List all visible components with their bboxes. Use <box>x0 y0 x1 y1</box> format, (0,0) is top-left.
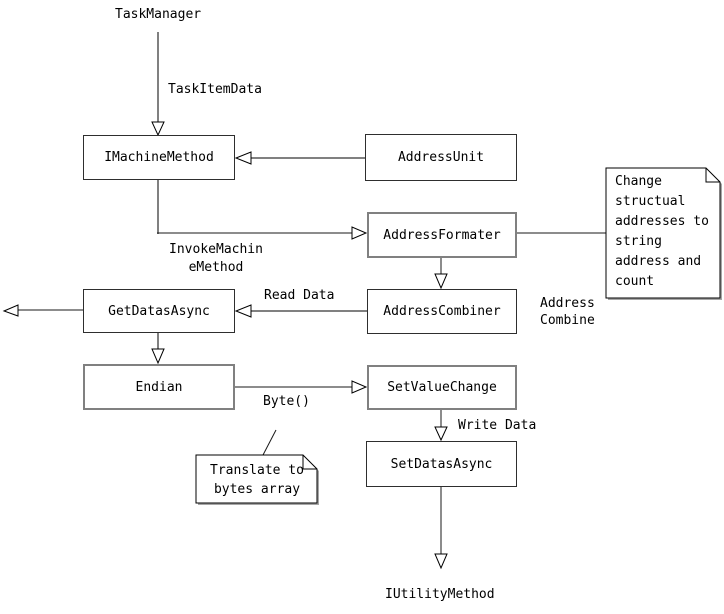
note-change-structural-shape <box>605 167 722 300</box>
node-setvaluechange: SetValueChange <box>367 365 517 410</box>
edge-label-taskitemdata: TaskItemData <box>168 82 262 97</box>
arrowhead-into-imachinemethod-top <box>151 121 165 137</box>
note-connector-line <box>262 429 277 456</box>
node-getdatasasync: GetDatasAsync <box>83 289 235 333</box>
arrowhead-into-endian <box>151 348 165 365</box>
node-endian: Endian <box>83 364 235 410</box>
node-endian-label: Endian <box>135 379 183 395</box>
arrowhead-into-addresscombiner <box>434 273 448 290</box>
arrowhead-into-setvaluechange <box>351 380 368 394</box>
edge-label-read-data: Read Data <box>264 288 335 303</box>
node-setdatasasync-label: SetDatasAsync <box>390 456 493 472</box>
node-addresscombiner-label: AddressCombiner <box>383 304 501 319</box>
node-addressformater: AddressFormater <box>367 212 517 258</box>
node-addressunit: AddressUnit <box>365 134 517 181</box>
node-getdatasasync-label: GetDatasAsync <box>108 303 210 319</box>
arrowhead-into-imachinemethod-right <box>234 151 252 165</box>
arrowhead-into-getdatasasync <box>234 304 252 318</box>
arrowhead-left-exit <box>2 304 19 317</box>
node-addresscombiner: AddressCombiner <box>367 289 517 334</box>
label-address-combine: Address Combine <box>540 296 595 328</box>
node-setdatasasync: SetDatasAsync <box>366 441 517 487</box>
label-iutilitymethod: IUtilityMethod <box>385 587 495 602</box>
label-taskmanager: TaskManager <box>115 7 202 22</box>
note-change-structural-text: Change structual addresses to string add… <box>615 174 709 289</box>
edge-label-write-data: Write Data <box>458 418 537 433</box>
node-imachinemethod-label: IMachineMethod <box>104 150 214 165</box>
node-imachinemethod: IMachineMethod <box>83 135 235 180</box>
node-setvaluechange-label: SetValueChange <box>387 380 497 395</box>
node-addressunit-label: AddressUnit <box>397 150 485 165</box>
edge-label-byte: Byte() <box>263 394 310 409</box>
node-addressformater-label: AddressFormater <box>383 227 501 243</box>
arrowhead-into-setdatasasync <box>434 426 448 442</box>
note-translate-bytes-shape <box>195 454 319 505</box>
arrowhead-into-addressformater <box>351 226 368 240</box>
note-translate-bytes-text: Translate to bytes array <box>210 463 304 497</box>
edge-label-invokemachinemethod: InvokeMachin eMethod <box>169 242 263 275</box>
arrowhead-to-iutilitymethod <box>434 553 448 570</box>
